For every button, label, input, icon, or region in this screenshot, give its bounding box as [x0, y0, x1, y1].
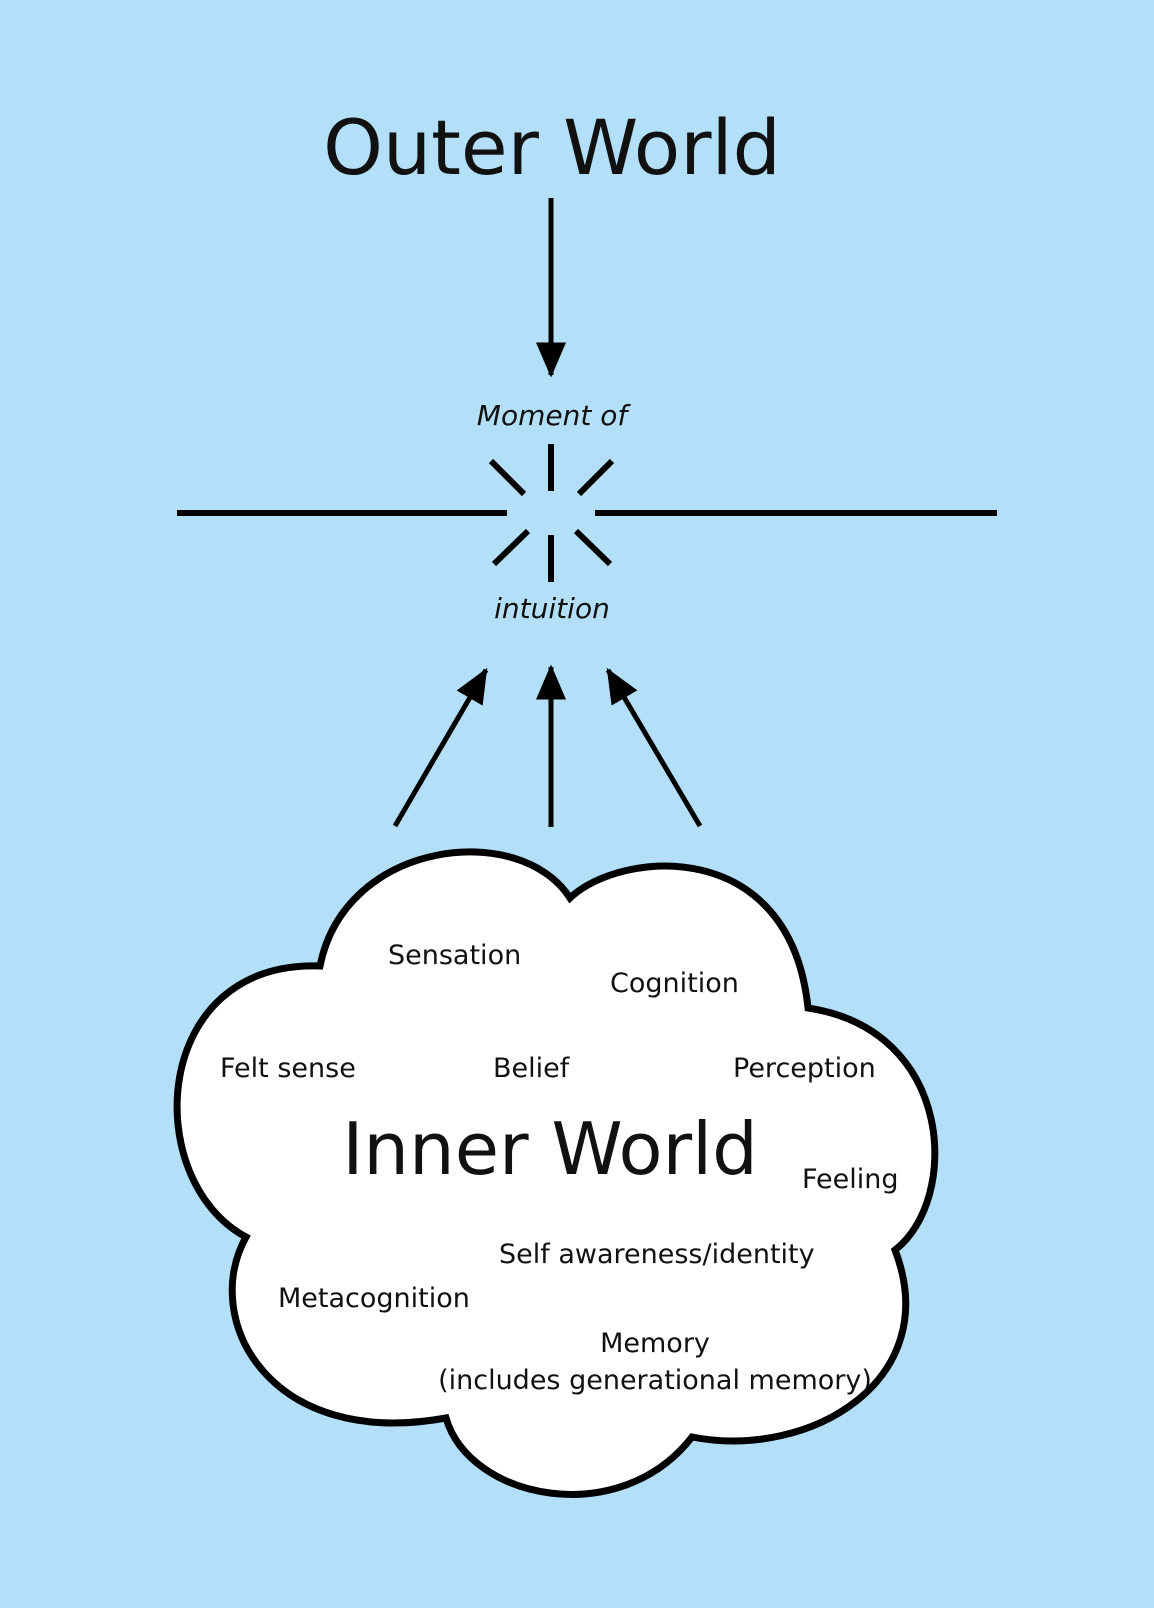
metacognition-label: Metacognition — [278, 1283, 470, 1314]
moment-of-label: Moment of — [476, 399, 628, 432]
felt-sense-label: Felt sense — [220, 1053, 356, 1084]
inner-world-title: Inner World — [342, 1107, 758, 1191]
perception-label: Perception — [733, 1053, 876, 1084]
self-awareness-label: Self awareness/identity — [499, 1239, 815, 1270]
belief-label: Belief — [493, 1053, 570, 1084]
arrow-inner-right — [605, 667, 703, 828]
memory-note-label: (includes generational memory) — [438, 1365, 872, 1396]
intuition-label: intuition — [494, 592, 610, 625]
outer-world-title: Outer World — [323, 103, 781, 192]
sensation-label: Sensation — [388, 940, 522, 971]
inner-world-cloud — [173, 848, 939, 1498]
spark-burst-icon — [488, 444, 615, 582]
feeling-label: Feeling — [802, 1164, 899, 1195]
cognition-label: Cognition — [610, 968, 739, 999]
memory-block: Memory (includes generational memory) — [430, 1325, 880, 1399]
memory-label: Memory — [600, 1328, 710, 1359]
arrow-inner-left — [392, 667, 489, 828]
